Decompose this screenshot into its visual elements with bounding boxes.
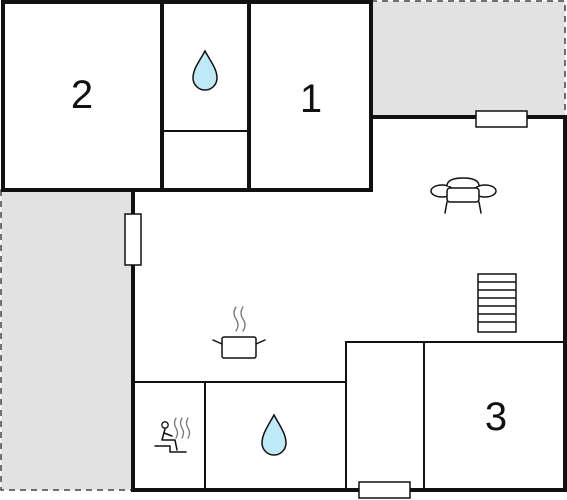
stairs-icon: [477, 273, 517, 333]
window-icon: [124, 213, 142, 266]
terrace-left: [0, 189, 134, 491]
window-icon: [475, 110, 528, 128]
sofa-icon: [430, 177, 497, 214]
cooking-pot-icon: [212, 306, 266, 359]
room-3: [423, 341, 566, 491]
sauna-icon: [154, 417, 191, 453]
room-1: [247, 0, 373, 192]
terrace-top-right: [370, 0, 566, 118]
window-icon: [358, 481, 411, 499]
storage-upper: [161, 130, 250, 191]
room-3-label: 3: [485, 395, 507, 439]
sauna-room: [132, 381, 206, 491]
room-1-label: 1: [300, 77, 322, 121]
water-drop-icon: [261, 413, 287, 456]
hallway-lower: [345, 341, 425, 491]
water-drop-icon: [192, 49, 218, 91]
room-2-label: 2: [71, 73, 93, 117]
